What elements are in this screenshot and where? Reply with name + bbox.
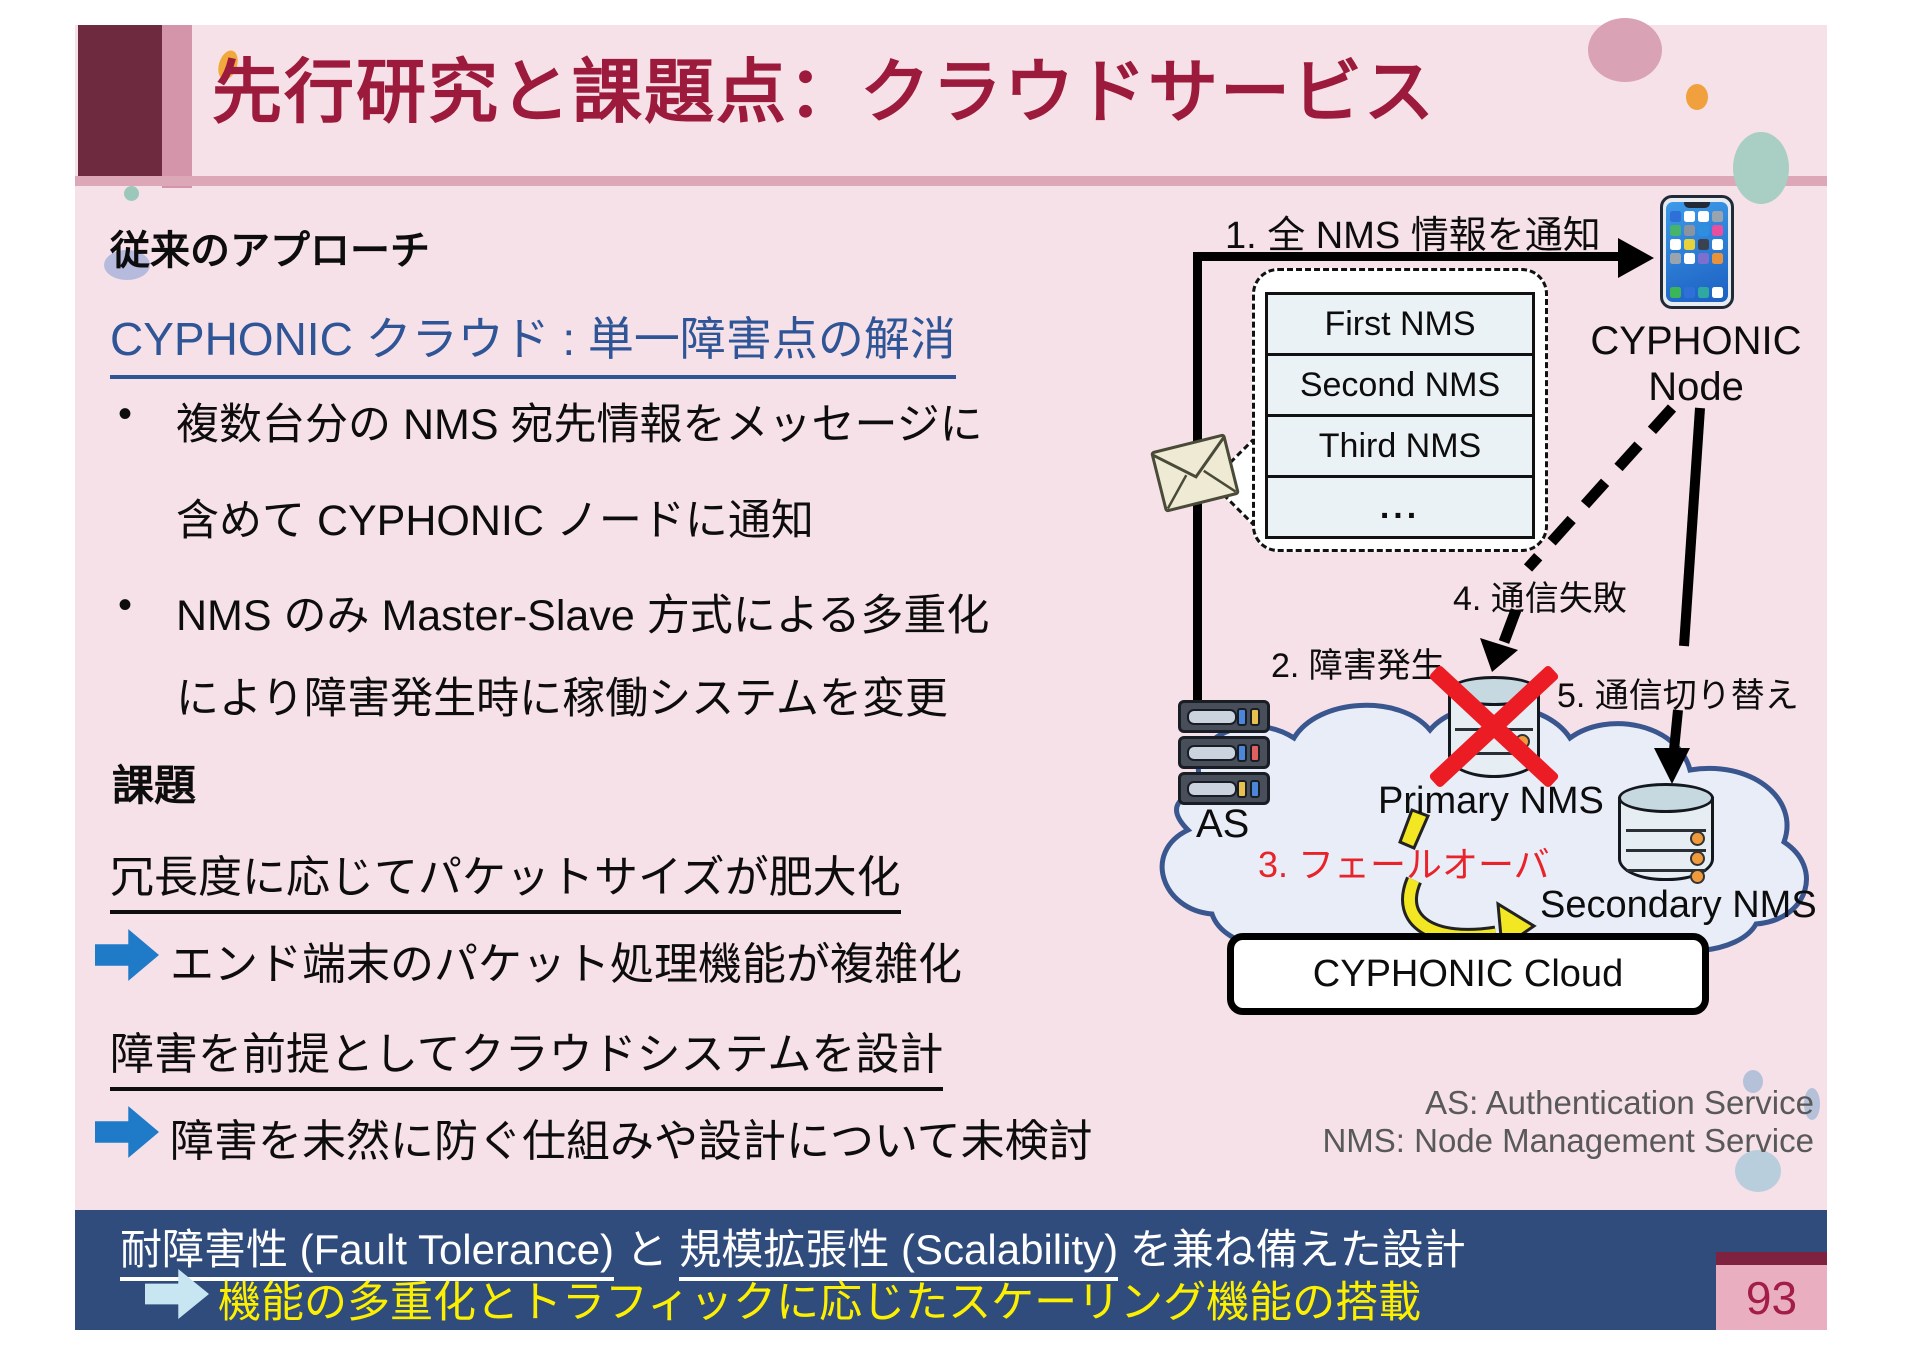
banner-line2: 機能の多重化とトラフィックに応じたスケーリング機能の搭載: [218, 1279, 1422, 1327]
legend: AS: Authentication Service NMS: Node Man…: [1322, 1084, 1814, 1160]
bullet1-line1: 複数台分の NMS 宛先情報をメッセージに: [176, 401, 983, 449]
label-step5: 5. 通信切り替え: [1557, 677, 1799, 715]
phone-icon: [1660, 195, 1734, 309]
label-step1: 1. 全 NMS 情報を通知: [1225, 215, 1601, 257]
banner-line1-tail: を兼ね備えた設計: [1118, 1226, 1466, 1273]
secondary-nms-database-icon: [1618, 783, 1714, 884]
nms-table-row: Third NMS: [1265, 414, 1535, 478]
decor-lavender-dot: [104, 250, 150, 280]
label-cyphonic-node-line2: Node: [1648, 365, 1744, 409]
decor-teal-dot-small: [124, 186, 139, 201]
cloud-shape: [1159, 702, 1809, 960]
conclusion-banner: [75, 1210, 1827, 1330]
server-rack-icon: [1178, 700, 1270, 808]
page-number: 93: [1745, 1271, 1798, 1324]
title-accent-block: [78, 25, 162, 186]
label-primary-nms: Primary NMS: [1378, 780, 1604, 822]
label-step3-failover: 3. フェールオーバ: [1258, 844, 1550, 885]
legend-nms: NMS: Node Management Service: [1322, 1122, 1814, 1159]
title-accent-strip: [162, 25, 192, 188]
decor-blue-dot-2: [1743, 1070, 1763, 1093]
decor-blue-dot-3: [1804, 1088, 1820, 1120]
bullet2-line2: により障害発生時に稼働システムを変更: [176, 675, 948, 723]
page-number-strip: [1716, 1252, 1827, 1265]
issue2-consequence: 障害を未然に防ぐ仕組みや設計について未検討: [170, 1117, 1093, 1166]
bullet2-line1: NMS のみ Master-Slave 方式による多重化: [176, 592, 990, 640]
bullet-marker: •: [118, 583, 133, 627]
label-step2: 2. 障害発生: [1271, 647, 1445, 685]
page-title: 先行研究と課題点：クラウドサービス: [212, 53, 1436, 131]
title-divider: [75, 176, 1827, 186]
nms-table-row: First NMS: [1265, 292, 1535, 356]
approach-link[interactable]: CYPHONIC クラウド : 単一障害点の解消: [110, 303, 956, 379]
issue2-statement: 障害を前提としてクラウドシステムを設計: [110, 1018, 944, 1091]
envelope-icon: [1150, 433, 1240, 513]
banner-line1-mid: と: [614, 1226, 680, 1273]
banner-line1-underline1: 耐障害性 (Fault Tolerance): [120, 1226, 615, 1281]
decor-orange-dot-2: [1686, 84, 1708, 110]
decor-pink-circle: [1588, 18, 1662, 82]
label-as: AS: [1196, 802, 1250, 846]
label-cyphonic-node: CYPHONIC Node: [1588, 318, 1804, 410]
decor-blue-dot: [1735, 1150, 1781, 1192]
heading-conventional-approach: 従来のアプローチ: [110, 229, 430, 273]
label-secondary-nms: Secondary NMS: [1540, 884, 1817, 926]
banner-line1-underline2: 規模拡張性 (Scalability): [679, 1226, 1119, 1281]
bullet-marker: •: [118, 392, 133, 436]
issue1-statement: 冗長度に応じてパケットサイズが肥大化: [110, 841, 901, 914]
cyphonic-cloud-box: CYPHONIC Cloud: [1227, 933, 1709, 1015]
label-step4: 4. 通信失敗: [1453, 580, 1627, 618]
nms-table-row: Second NMS: [1265, 353, 1535, 417]
banner-line1: 耐障害性 (Fault Tolerance) と 規模拡張性 (Scalabil…: [120, 1216, 1466, 1281]
nms-table: First NMS Second NMS Third NMS ...: [1265, 292, 1535, 539]
bullet1-line2: 含めて CYPHONIC ノードに通知: [176, 497, 814, 545]
decor-teal-circle: [1733, 132, 1789, 204]
issue1-consequence: エンド端末のパケット処理機能が複雑化: [170, 940, 962, 989]
legend-as: AS: Authentication Service: [1425, 1084, 1814, 1121]
label-cyphonic-node-line1: CYPHONIC: [1590, 319, 1802, 363]
notify-arrowhead-icon: [1618, 238, 1654, 278]
nms-table-row: ...: [1265, 475, 1535, 539]
notify-arrow-line: [1193, 252, 1621, 261]
heading-issues: 課題: [112, 762, 197, 809]
page-number-box: 93: [1716, 1265, 1827, 1330]
